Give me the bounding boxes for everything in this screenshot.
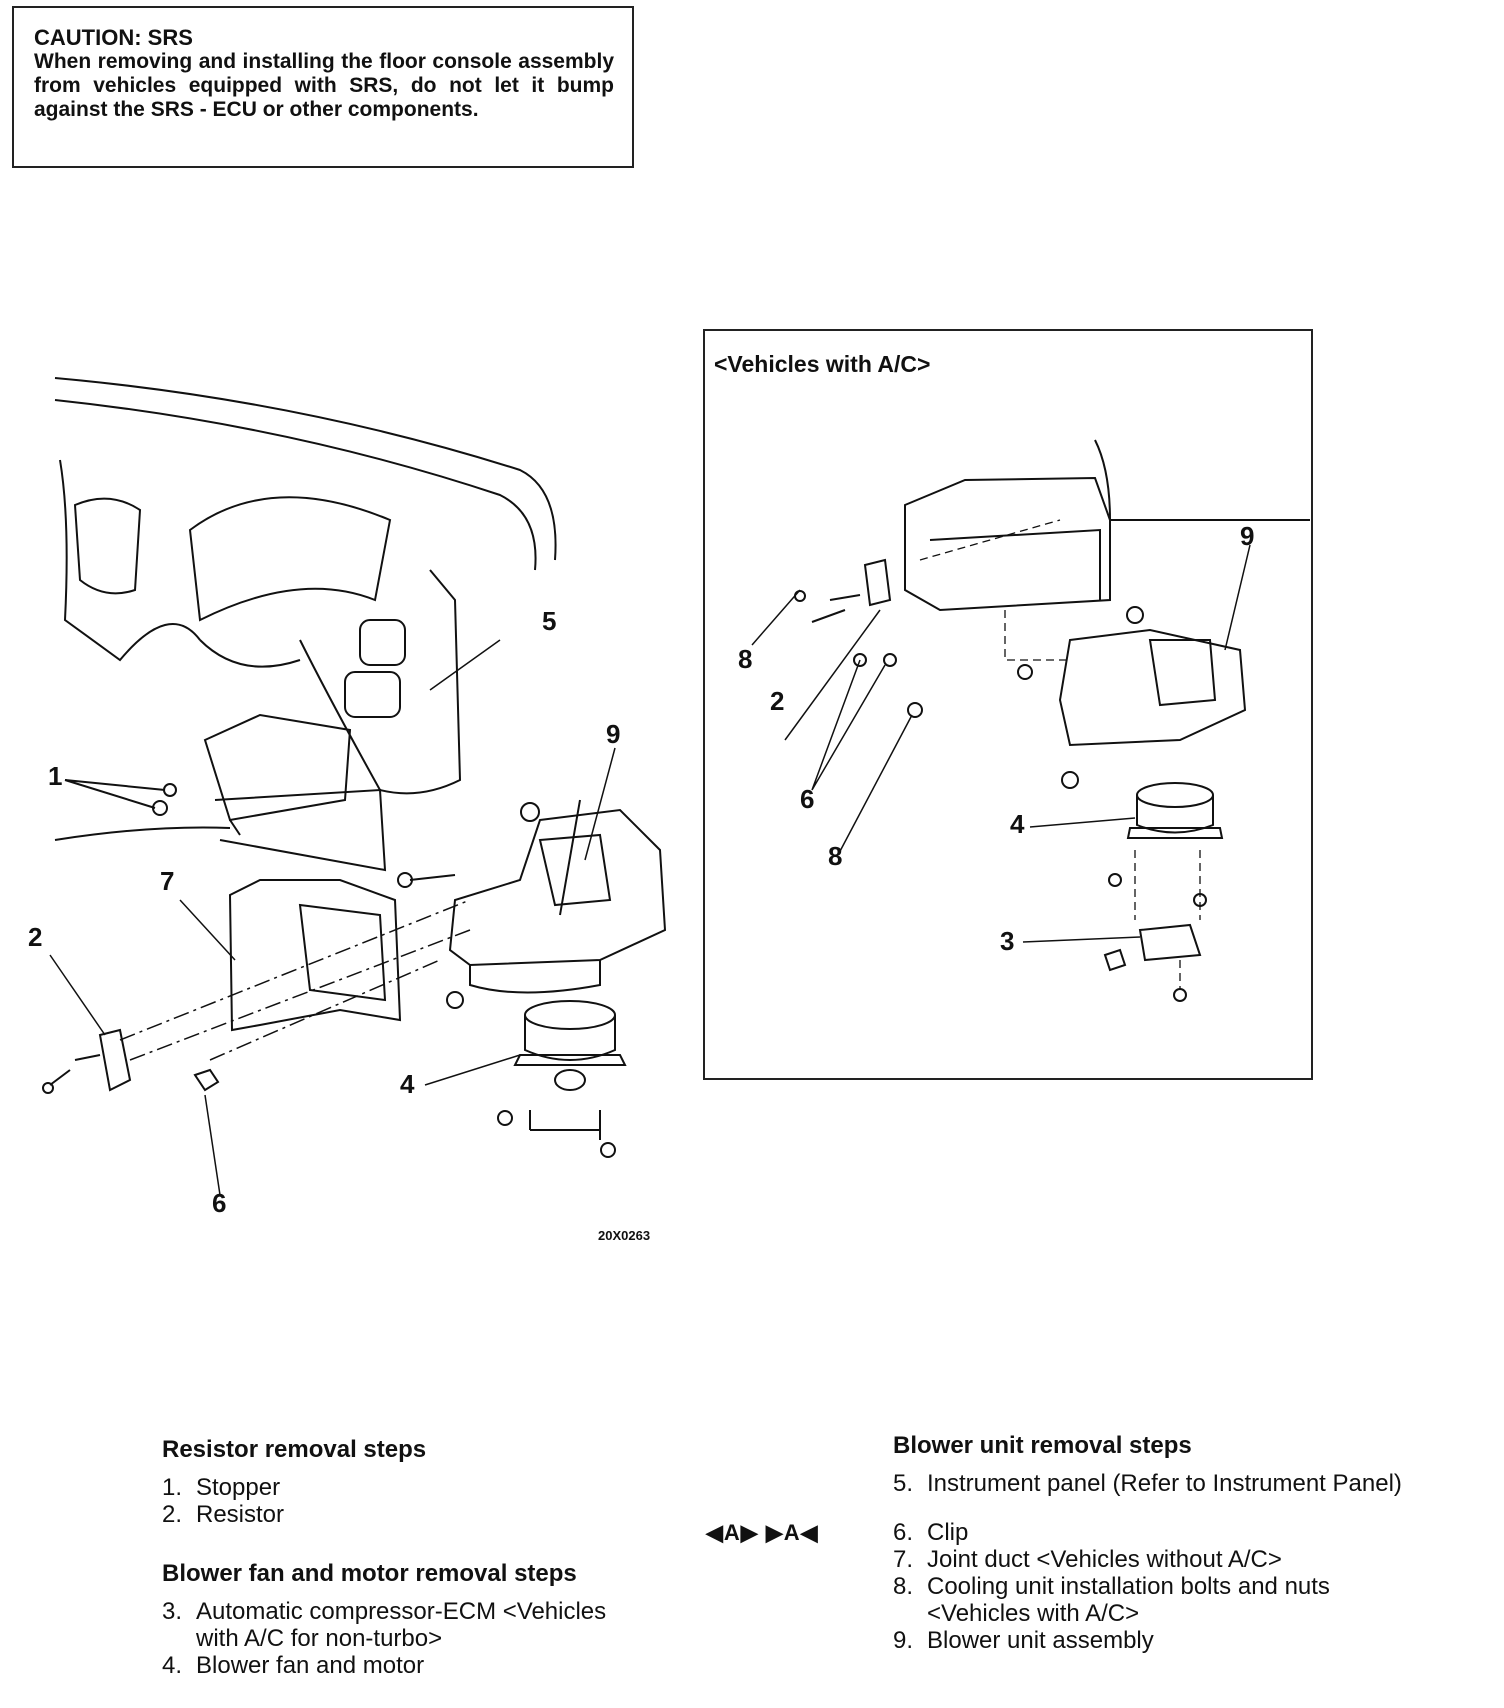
blower-unit-steps: Blower unit removal steps 5. Instrument …: [893, 1432, 1493, 1654]
step-item: 1. Stopper: [162, 1474, 281, 1501]
resistor-heading: Resistor removal steps: [162, 1436, 427, 1463]
assembly-lines: [119, 899, 471, 1061]
blower-fan-drawing: [497, 1000, 627, 1158]
inset-frame: [703, 329, 1313, 1080]
instrument-panel-drawing: [54, 377, 557, 841]
callout-1: 1: [48, 761, 62, 791]
step-item: 8. Cooling unit installation bolts and n…: [893, 1573, 1330, 1627]
callout-6: 6: [212, 1188, 226, 1218]
step-item: 7. Joint duct <Vehicles without A/C>: [893, 1546, 1282, 1573]
inset-callout-8a: 8: [738, 644, 752, 674]
inset-callout-4: 4: [1010, 809, 1025, 839]
blower-unit-drawing: [397, 799, 667, 1009]
inset-title: <Vehicles with A/C>: [714, 351, 931, 377]
step-item: 6. Clip: [893, 1519, 969, 1546]
callout-2: 2: [28, 922, 42, 952]
step-item: 2. Resistor: [162, 1501, 285, 1528]
caution-title: CAUTION: SRS: [34, 25, 193, 50]
exploded-view-diagram: 1 2 4 5 6 7 9 20X0263 2 3 4 6 8 8 9: [28, 377, 1310, 1243]
callout-4: 4: [400, 1069, 415, 1099]
caution-body: When removing and installing the floor c…: [34, 50, 614, 121]
service-point-marks: ◀A▶ ▶A◀: [706, 1520, 819, 1545]
joint-duct-drawing: [228, 879, 402, 1032]
clip-drawing: [193, 1068, 220, 1092]
step-item: 4. Blower fan and motor: [162, 1652, 425, 1679]
inset-drawing: [751, 439, 1310, 1002]
inset-callout-6: 6: [800, 784, 814, 814]
blower-fan-heading: Blower fan and motor removal steps: [162, 1560, 577, 1587]
resistor-steps: Resistor removal steps 1. Stopper 2. Res…: [162, 1436, 632, 1528]
caution-box: CAUTION: SRS When removing and installin…: [12, 6, 634, 168]
inset-callout-8b: 8: [828, 841, 842, 871]
leader-lines: [49, 639, 616, 1196]
resistor-drawing: [42, 1028, 132, 1094]
figure-code: 20X0263: [598, 1228, 650, 1243]
callout-9: 9: [606, 719, 620, 749]
glove-box-drawing: [64, 713, 387, 872]
step-item: 9. Blower unit assembly: [893, 1627, 1154, 1654]
callout-5: 5: [542, 606, 556, 636]
inset-callout-2: 2: [770, 686, 784, 716]
step-item: 5. Instrument panel (Refer to Instrument…: [893, 1470, 1402, 1497]
inset-callout-3: 3: [1000, 926, 1014, 956]
callout-7: 7: [160, 866, 174, 896]
blower-fan-steps: Blower fan and motor removal steps 3. Au…: [162, 1560, 632, 1679]
inset-callout-9: 9: [1240, 521, 1254, 551]
blower-unit-heading: Blower unit removal steps: [893, 1432, 1192, 1459]
step-item: 3. Automatic compressor-ECM <Vehicles wi…: [162, 1598, 607, 1652]
